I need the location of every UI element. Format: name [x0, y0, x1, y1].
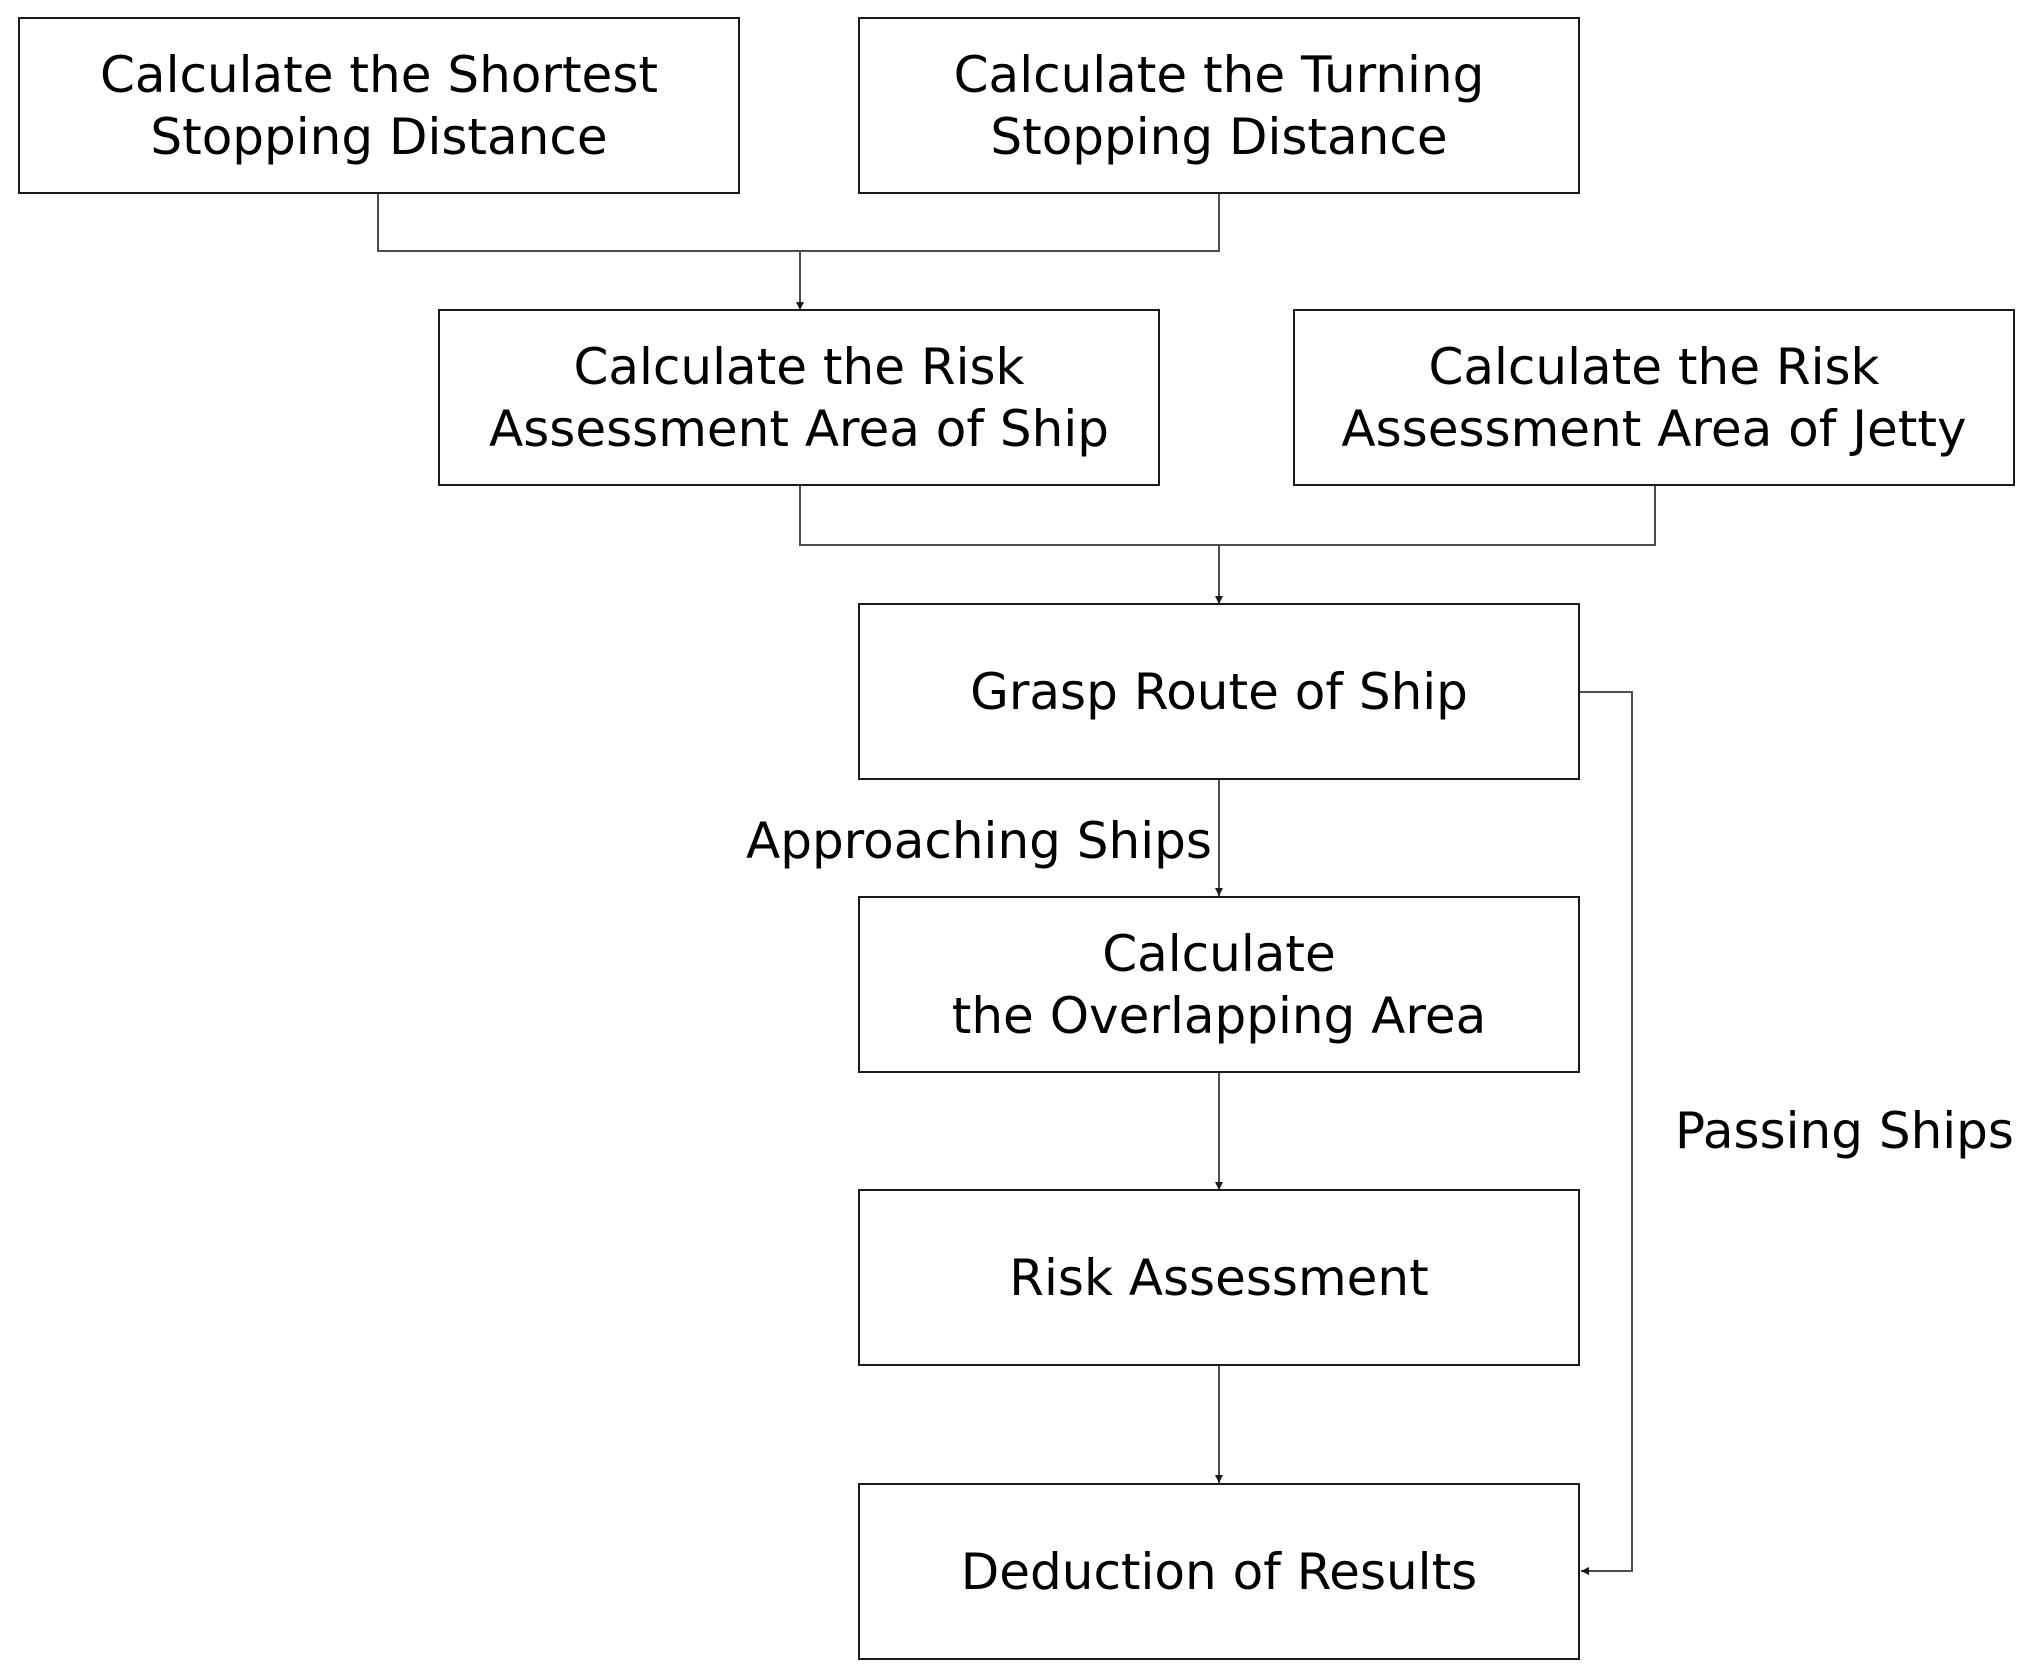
box-turning-stopping-distance: Calculate the Turning Stopping Distance: [858, 17, 1580, 194]
connector-areas-to-grasp-route: [799, 485, 1656, 604]
connector-passing-ships-bypass: [1579, 691, 1633, 1575]
box-grasp-route-of-ship: Grasp Route of Ship: [858, 603, 1580, 780]
box-risk-assessment: Risk Assessment: [858, 1189, 1580, 1366]
box-text-line: Stopping Distance: [150, 107, 608, 166]
box-text-line: Calculate the Risk: [1428, 337, 1880, 396]
box-text-line: Grasp Route of Ship: [970, 662, 1468, 721]
edge-label-approaching-ships: Approaching Ships: [746, 812, 1212, 870]
box-calculate-overlapping-area: Calculate the Overlapping Area: [858, 896, 1580, 1073]
box-risk-assessment-area-ship: Calculate the Risk Assessment Area of Sh…: [438, 309, 1160, 486]
connector-stopping-to-ship-area: [377, 194, 1220, 310]
box-text-line: Calculate the Shortest: [100, 45, 658, 104]
box-text-line: Risk Assessment: [1009, 1248, 1429, 1307]
box-text-line: Assessment Area of Ship: [489, 399, 1109, 458]
edge-label-passing-ships: Passing Ships: [1675, 1102, 2014, 1160]
box-deduction-of-results: Deduction of Results: [858, 1483, 1580, 1660]
box-text-line: the Overlapping Area: [951, 986, 1487, 1045]
box-text-line: Stopping Distance: [990, 107, 1448, 166]
box-text-line: Calculate: [1102, 924, 1336, 983]
box-text-line: Calculate the Turning: [953, 45, 1485, 104]
box-text-line: Deduction of Results: [960, 1542, 1478, 1601]
box-text-line: Assessment Area of Jetty: [1341, 399, 1967, 458]
box-text-line: Calculate the Risk: [573, 337, 1025, 396]
box-risk-assessment-area-jetty: Calculate the Risk Assessment Area of Je…: [1293, 309, 2015, 486]
box-shortest-stopping-distance: Calculate the Shortest Stopping Distance: [18, 17, 740, 194]
